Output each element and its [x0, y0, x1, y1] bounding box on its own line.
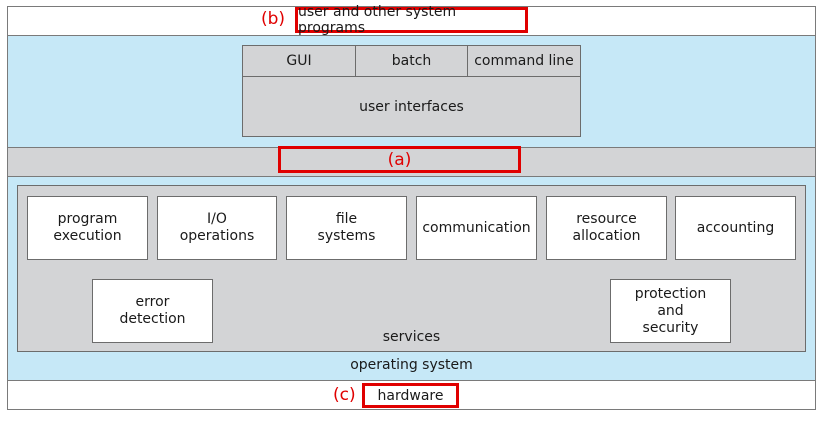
service-protection-security: protection and security [610, 279, 731, 343]
ui-gui-cell: GUI [242, 45, 356, 77]
hardware-box: hardware [362, 383, 459, 408]
ui-command-line-cell: command line [467, 45, 581, 77]
ui-command-line-label: command line [474, 53, 574, 69]
operating-system-label: operating system [350, 357, 473, 373]
user-programs-box: user and other system programs [295, 4, 528, 36]
service-program-execution: program execution [27, 196, 148, 260]
ui-gui-label: GUI [286, 53, 312, 69]
marker-a: (a) [387, 149, 412, 170]
user-interfaces-box [242, 45, 581, 137]
marker-a-box: (a) [278, 146, 521, 173]
services-label: services [382, 329, 441, 345]
marker-c: (c) [333, 385, 356, 405]
service-error-detection: error detection [92, 279, 213, 343]
user-interfaces-label: user interfaces [359, 99, 464, 115]
service-resource-allocation: resource allocation [546, 196, 667, 260]
service-accounting: accounting [675, 196, 796, 260]
service-io-operations: I/O operations [157, 196, 277, 260]
ui-batch-label: batch [391, 53, 432, 69]
hardware-label: hardware [377, 387, 444, 404]
user-programs-label: user and other system programs [298, 4, 457, 36]
marker-b: (b) [261, 9, 286, 29]
ui-batch-cell: batch [355, 45, 468, 77]
service-communication: communication [416, 196, 537, 260]
service-file-systems: file systems [286, 196, 407, 260]
